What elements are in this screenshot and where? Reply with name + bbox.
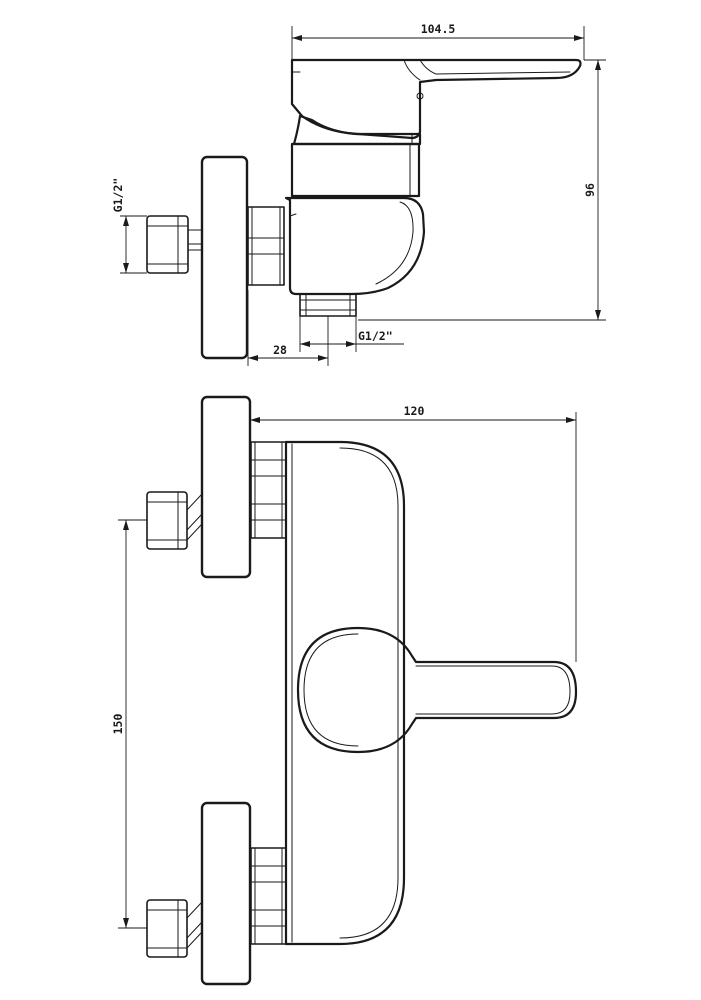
- side-hex-nut: [247, 206, 285, 286]
- dim-side-offset: 28: [247, 290, 329, 366]
- front-upper-wall-flange: [200, 395, 252, 579]
- front-lever-handle: [296, 626, 578, 754]
- dim-front-width-label: 120: [404, 404, 425, 418]
- side-wall-flange: [200, 155, 249, 360]
- side-lever-handle: [290, 58, 582, 140]
- side-view: 104.5 96 G1/2" G1/2": [111, 22, 606, 366]
- side-valve-body: [284, 196, 426, 296]
- dim-side-outlet-thread: G1/2": [299, 316, 404, 352]
- side-cartridge-body: [290, 142, 421, 198]
- dim-side-offset-label: 28: [273, 343, 287, 357]
- front-mixer-body: [284, 440, 406, 946]
- front-view: 120 150: [111, 395, 578, 986]
- dim-side-height-label: 96: [583, 183, 597, 197]
- dim-side-width-label: 104.5: [421, 22, 456, 36]
- dim-front-center-distance: 150: [111, 519, 147, 929]
- side-cartridge-cap: [292, 114, 422, 146]
- dim-side-outlet-thread-label: G1/2": [358, 329, 393, 343]
- dim-side-height: 96: [358, 59, 606, 321]
- front-upper-hex-nut: [250, 441, 287, 539]
- side-outlet-fitting: [299, 293, 357, 317]
- front-lower-inlet-nut: [146, 899, 203, 958]
- front-upper-inlet-nut: [146, 491, 203, 550]
- front-lower-hex-nut: [250, 847, 287, 945]
- dim-side-inlet-thread-label: G1/2": [111, 178, 125, 213]
- dim-front-center-distance-label: 150: [111, 714, 125, 735]
- dim-side-inlet-thread: G1/2": [111, 178, 147, 274]
- side-eccentric-pipe: [187, 229, 203, 251]
- dim-front-width: 120: [249, 404, 577, 662]
- side-inlet-nut: [146, 215, 189, 274]
- front-lower-wall-flange: [200, 801, 252, 986]
- dim-side-width: 104.5: [291, 22, 585, 60]
